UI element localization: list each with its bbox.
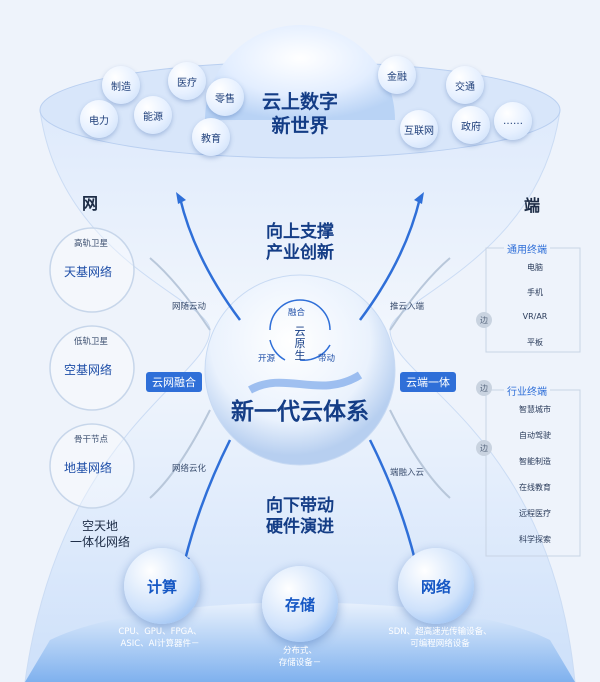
network-caption-line2: 一体化网络: [69, 535, 130, 549]
edge-badge-1: 边: [476, 312, 492, 328]
orbit-label-low: 低轨卫星: [74, 337, 109, 347]
resource-storage: 存储: [262, 566, 338, 642]
industry-education: 教育: [192, 118, 230, 156]
orbit-name-space: 天基网络: [64, 265, 113, 279]
industry-manufacturing: 制造: [102, 66, 140, 104]
top-world-title: 云上数字 新世界: [245, 90, 355, 138]
upward-support-text: 向上支撑 产业创新: [240, 222, 360, 264]
cloud-network-fusion-label: 云网融合: [146, 372, 202, 392]
industry-transport: 交通: [446, 66, 484, 104]
orbit-name-air: 空基网络: [64, 363, 113, 377]
compute-desc-line1: CPU、GPU、FPGA、: [118, 627, 202, 637]
downward-drive-text: 向下带动 硬件演进: [240, 496, 360, 538]
arrow-net-cloud: 网络云化: [172, 464, 207, 474]
top-world-title-line1: 云上数字: [261, 91, 338, 113]
industry-internet: 互联网: [400, 110, 438, 148]
upward-line1: 向上支撑: [266, 222, 334, 242]
edge-badge-3: 边: [476, 440, 492, 456]
compute-desc-line2: ASIC、AI计算器件－: [120, 639, 200, 649]
network-caption: 空天地 一体化网络: [60, 518, 140, 550]
terminal-online-edu: 在线教育: [519, 483, 551, 492]
orbit-label-backbone: 骨干节点: [74, 435, 109, 445]
cycle-open-source: 开源: [258, 354, 276, 364]
terminal-autonomous: 自动驾驶: [519, 431, 551, 440]
cycle-drive: 带动: [318, 354, 336, 364]
industry-terminals-title: 行业终端: [504, 383, 550, 398]
downward-line1: 向下带动: [266, 496, 334, 516]
arrow-net-follow: 网随云动: [172, 302, 207, 312]
terminal-pc: 电脑: [527, 263, 543, 272]
resource-storage-desc: 分布式、 存储设备－: [250, 645, 350, 669]
resource-network-desc: SDN、超高速光传输设备、 可编程网络设备: [370, 626, 510, 650]
storage-desc-line1: 分布式、: [282, 646, 317, 656]
downward-line2: 硬件演进: [266, 517, 334, 537]
industry-medical: 医疗: [168, 62, 206, 100]
cloud-edge-unity-label: 云端一体: [400, 372, 456, 392]
cloud-native-core: 云原生: [294, 325, 306, 362]
industry-energy: 能源: [134, 96, 172, 134]
terminal-tablet: 平板: [527, 338, 543, 347]
terminal-smart-city: 智慧城市: [519, 405, 551, 414]
orbit-name-ground: 地基网络: [64, 461, 113, 475]
edge-badge-2: 边: [476, 380, 492, 396]
resource-compute-desc: CPU、GPU、FPGA、 ASIC、AI计算器件－: [100, 626, 220, 650]
orbit-label-high: 高轨卫星: [74, 239, 109, 249]
terminal-science: 科学探索: [519, 535, 551, 544]
network-desc-line1: SDN、超高速光传输设备、: [388, 627, 492, 637]
network-desc-line2: 可编程网络设备: [410, 639, 470, 649]
terminal-phone: 手机: [527, 288, 543, 297]
terminal-vr: VR/AR: [522, 312, 548, 321]
center-title: 新一代云体系: [231, 399, 369, 425]
resource-compute: 计算: [124, 548, 200, 624]
network-caption-line1: 空天地: [81, 519, 118, 533]
cycle-fusion: 融合: [288, 308, 306, 318]
general-terminals-title: 通用终端: [504, 241, 550, 256]
storage-desc-line2: 存储设备－: [278, 658, 322, 668]
terminal-section-title: 端: [524, 196, 541, 215]
industry-government: 政府: [452, 106, 490, 144]
industry-more: ……: [494, 102, 532, 140]
arrow-push-cloud: 推云入端: [390, 302, 425, 312]
industry-finance: 金融: [378, 56, 416, 94]
industry-retail: 零售: [206, 78, 244, 116]
terminal-smart-mfg: 智能制造: [519, 457, 551, 466]
arrow-edge-merge: 端融入云: [390, 468, 425, 478]
industry-power: 电力: [80, 100, 118, 138]
upward-line2: 产业创新: [266, 243, 334, 263]
terminal-remote-med: 远程医疗: [519, 509, 551, 518]
resource-network: 网络: [398, 548, 474, 624]
network-section-title: 网: [82, 194, 99, 213]
top-world-title-line2: 新世界: [271, 115, 329, 137]
